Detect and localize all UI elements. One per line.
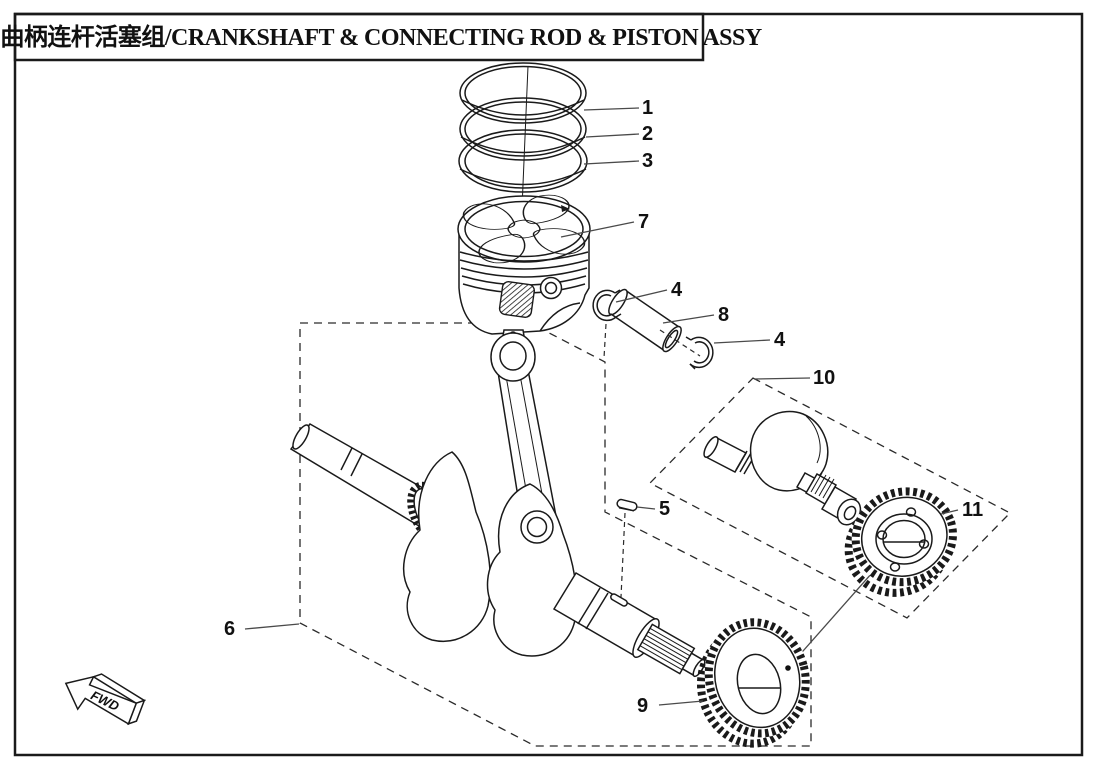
crown-direction-mark xyxy=(561,205,570,212)
title-box xyxy=(13,12,705,62)
balance-counterweight xyxy=(749,410,829,492)
circlip-upper xyxy=(592,289,622,322)
callout-key: 5 xyxy=(659,498,670,520)
gear11-boss xyxy=(875,513,933,565)
piston xyxy=(457,194,591,335)
balance-driven-gear xyxy=(844,487,957,597)
circlip-lower xyxy=(685,336,714,370)
page-title: E04 曲柄连杆活塞组/CRANKSHAFT & CONNECTING ROD … xyxy=(0,23,762,51)
balance-shaft xyxy=(703,410,862,526)
piston-skirt-window xyxy=(498,281,535,318)
callout-crankshaft: 6 xyxy=(224,618,235,640)
callout-crank-gear: 9 xyxy=(637,695,648,717)
piston-pin xyxy=(608,288,701,357)
balance-shaft-group-boundary xyxy=(648,377,1012,619)
piston-pin-boss xyxy=(539,276,563,300)
piston-skirt-arch xyxy=(539,302,581,332)
woodruff-key xyxy=(616,498,638,512)
spline-ridges xyxy=(639,627,693,671)
crankshaft-assembly xyxy=(289,329,706,678)
key-projection-line xyxy=(620,512,626,598)
balance-spline-ring xyxy=(804,472,838,506)
piston-ring-3 xyxy=(458,129,588,193)
piston-ring-2 xyxy=(459,97,587,161)
callout-ring-second: 2 xyxy=(642,123,653,145)
crank-drive-gear xyxy=(696,618,810,748)
callout-balance-shaft: 10 xyxy=(813,367,835,389)
callout-ring-oil: 3 xyxy=(642,150,653,172)
web-boss xyxy=(520,510,554,544)
callout-circlip-upper: 4 xyxy=(671,279,683,301)
pin-axis-line xyxy=(659,329,701,357)
circlip-projection-line xyxy=(603,323,607,359)
gear9-bore xyxy=(736,653,782,715)
piston-ring-1 xyxy=(459,62,587,124)
callout-piston-pin: 8 xyxy=(718,304,729,326)
crankshaft-group-boundary xyxy=(299,322,812,747)
callout-circlip-lower: 4 xyxy=(774,329,786,351)
crank-left-web xyxy=(402,451,492,642)
piston-rings xyxy=(458,62,588,193)
piston-crown xyxy=(457,195,591,263)
fwd-direction-arrow: FWD xyxy=(64,673,147,726)
gear9-timing-dot xyxy=(785,665,791,671)
callout-balance-gear: 11 xyxy=(962,499,983,521)
keyway-slot xyxy=(610,593,628,607)
callout-ring-top: 1 xyxy=(642,97,653,119)
callout-leaders xyxy=(244,107,959,706)
crank-spline-section xyxy=(636,623,696,675)
crank-right-web xyxy=(486,483,578,657)
callout-piston: 7 xyxy=(638,211,649,233)
